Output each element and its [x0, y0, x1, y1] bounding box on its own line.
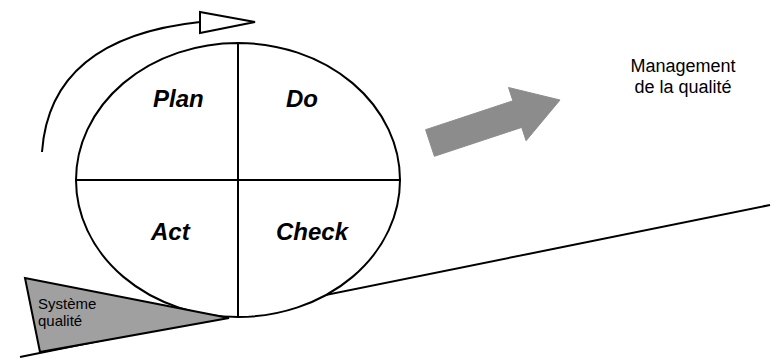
- check-quadrant-outline: [238, 180, 400, 317]
- check-quadrant: Check: [238, 180, 400, 317]
- rotation-arrowhead: [200, 12, 255, 33]
- management-label: Management de la qualité: [618, 56, 748, 97]
- do-quadrant-shape: [238, 43, 400, 180]
- plan-quadrant: Plan: [76, 43, 238, 180]
- quality-system-wedge: Système qualité: [22, 275, 232, 355]
- plan-quadrant-shape: [76, 43, 238, 180]
- node-text: Do: [286, 85, 318, 113]
- do-quadrant-outline: [238, 43, 400, 180]
- check-quadrant-shape: [238, 180, 400, 317]
- node-text: Check: [276, 218, 348, 246]
- progress-arrow: [426, 88, 560, 157]
- node-text: Plan: [153, 85, 204, 113]
- node-text: Act: [151, 218, 190, 246]
- quality-system-wedge-shape: [25, 278, 229, 352]
- do-quadrant: Do: [238, 43, 400, 180]
- node-text: Système qualité: [38, 295, 110, 330]
